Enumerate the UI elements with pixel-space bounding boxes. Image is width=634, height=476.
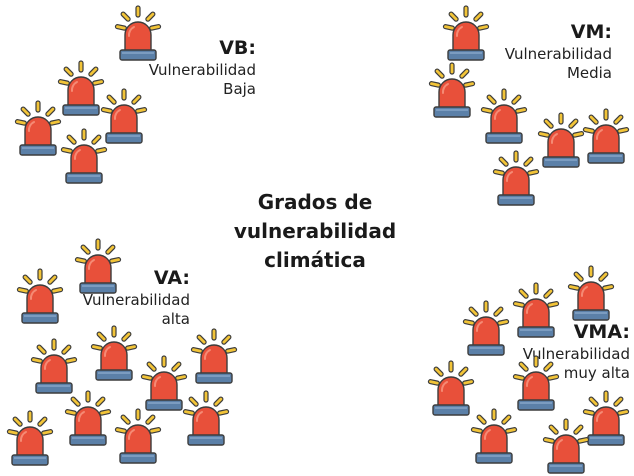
siren-alarm-icon (580, 390, 632, 448)
label-vb: VB: Vulnerabilidad Baja (149, 36, 256, 100)
siren-alarm-icon (188, 328, 240, 386)
siren-alarm-icon (180, 390, 232, 448)
label-vb-desc-2: Baja (223, 80, 256, 99)
siren-alarm-icon (88, 325, 140, 383)
label-vm: VM: Vulnerabilidad Media (505, 20, 612, 84)
siren-alarm-icon (112, 408, 164, 466)
siren-alarm-icon (490, 150, 542, 208)
label-va-code: VA: (153, 267, 190, 289)
siren-alarm-icon (535, 112, 587, 170)
label-vma-desc-2: muy alta (563, 364, 630, 383)
label-vm-desc-2: Media (566, 64, 612, 83)
siren-alarm-icon (4, 410, 56, 468)
label-vb-code: VB: (219, 37, 256, 59)
siren-alarm-icon (426, 62, 478, 120)
label-vb-desc-1: Vulnerabilidad (148, 60, 256, 79)
siren-alarm-icon (58, 128, 110, 186)
label-vm-code: VM: (570, 21, 612, 43)
siren-alarm-icon (478, 88, 530, 146)
title-line-2: vulnerabilidad (233, 219, 397, 243)
diagram-title: Grados de vulnerabilidad climática (225, 188, 405, 275)
siren-alarm-icon (12, 100, 64, 158)
siren-alarm-icon (510, 282, 562, 340)
siren-alarm-icon (112, 5, 164, 63)
title-line-3: climática (264, 248, 366, 272)
siren-alarm-icon (62, 390, 114, 448)
label-vma-code: VMA: (573, 321, 630, 343)
title-line-1: Grados de (257, 190, 373, 214)
siren-alarm-icon (55, 60, 107, 118)
label-vma-desc-1: Vulnerabilidad (522, 344, 630, 363)
label-va-desc-2: alta (161, 310, 190, 329)
siren-alarm-icon (28, 338, 80, 396)
siren-alarm-icon (440, 5, 492, 63)
siren-alarm-icon (460, 300, 512, 358)
siren-alarm-icon (14, 268, 66, 326)
siren-alarm-icon (510, 355, 562, 413)
siren-alarm-icon (138, 355, 190, 413)
siren-alarm-icon (580, 108, 632, 166)
siren-alarm-icon (98, 88, 150, 146)
siren-alarm-icon (72, 238, 124, 296)
siren-alarm-icon (540, 418, 592, 476)
label-vma: VMA: Vulnerabilidad muy alta (523, 320, 630, 384)
label-va: VA: Vulnerabilidad alta (83, 266, 190, 330)
label-va-desc-1: Vulnerabilidad (82, 290, 190, 309)
siren-alarm-icon (425, 360, 477, 418)
siren-alarm-icon (565, 265, 617, 323)
label-vm-desc-1: Vulnerabilidad (504, 44, 612, 63)
siren-alarm-icon (468, 408, 520, 466)
